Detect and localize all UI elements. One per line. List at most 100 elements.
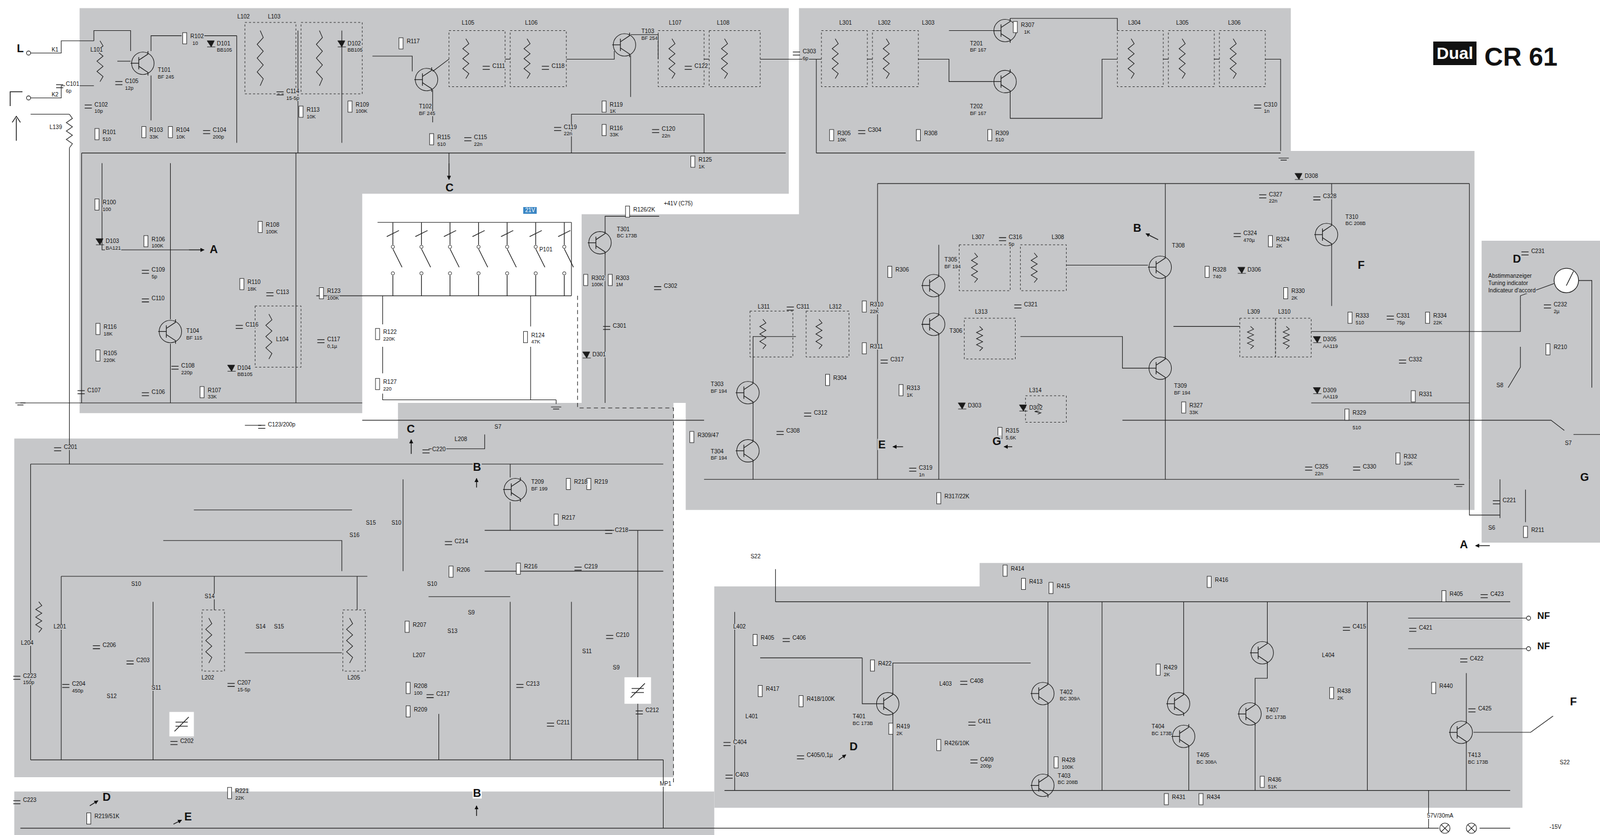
coil-symbol <box>976 326 983 352</box>
variable-capacitor-symbol <box>174 717 189 732</box>
component-label: D308 <box>1304 173 1319 180</box>
offpage-arrow <box>448 163 450 180</box>
component-value: 100 <box>102 207 112 213</box>
transistor-symbol <box>875 691 900 717</box>
resistor-symbol <box>1260 776 1265 788</box>
resistor-symbol <box>1546 344 1551 356</box>
component-label: R309/47 <box>696 432 720 439</box>
wire <box>630 55 632 98</box>
offpage-connector-letter: D <box>848 741 858 753</box>
component-label: T407 <box>1265 707 1280 714</box>
transistor-symbol <box>921 312 945 337</box>
resistor-symbol <box>299 106 304 118</box>
wire <box>867 58 873 60</box>
transistor-leads <box>735 439 753 464</box>
resistor-symbol <box>1345 409 1350 421</box>
wire <box>1311 402 1470 404</box>
capacitor-symbol <box>968 722 976 726</box>
capacitor-symbol <box>635 711 643 715</box>
brand-name: Dual <box>1436 43 1474 63</box>
wire <box>193 509 352 511</box>
component-value: 22K <box>1432 320 1443 326</box>
component-value: BF 167 <box>969 47 987 53</box>
component-label: C106 <box>151 389 166 396</box>
transistor-leads <box>130 51 149 76</box>
component-value: BC 309A <box>1059 696 1081 702</box>
component-label: T413 <box>1467 752 1482 759</box>
transistor-leads <box>158 319 176 345</box>
resistor-symbol <box>601 124 606 136</box>
component-label: L308 <box>1050 234 1065 241</box>
offpage-arrow <box>1145 233 1159 240</box>
component-label: S9 <box>612 665 621 671</box>
component-label: L401 <box>744 714 759 720</box>
offpage-connector-letter: E <box>183 811 192 823</box>
wire <box>402 479 404 572</box>
if-can-shield <box>343 610 366 672</box>
component-label: R330 <box>1290 288 1306 295</box>
component-label: R218 <box>573 479 588 486</box>
resistor-symbol <box>987 129 992 141</box>
component-label: C332 <box>1408 357 1423 363</box>
transistor-symbol <box>735 380 760 406</box>
wire <box>566 51 615 60</box>
component-label: R208 <box>413 683 428 690</box>
resistor-symbol <box>554 514 559 526</box>
wire <box>938 244 940 274</box>
if-can-shield <box>1020 244 1067 291</box>
component-label: R125 <box>697 157 713 163</box>
resistor-symbol <box>1054 757 1059 769</box>
component-label: S7 <box>1564 440 1572 447</box>
wire <box>151 35 182 52</box>
switch-terminal <box>533 271 538 276</box>
switch-terminal <box>477 271 481 276</box>
component-label: C104 <box>212 127 227 134</box>
component-label: L302 <box>877 20 891 26</box>
wire <box>752 336 796 381</box>
capacitor-symbol <box>792 52 800 56</box>
if-can-shield <box>959 244 1011 291</box>
component-label: R328 <box>1212 267 1227 273</box>
component-label: T301 <box>616 226 631 233</box>
wire <box>877 183 879 480</box>
wire <box>377 222 572 223</box>
component-value: 100K <box>355 108 369 114</box>
component-label: R100 <box>102 199 117 206</box>
coil-symbol <box>257 30 264 86</box>
component-label: R219 <box>593 479 609 486</box>
component-value: 51K <box>1267 784 1278 790</box>
component-label: R110 <box>247 279 262 286</box>
wire <box>382 346 383 374</box>
component-label: C212 <box>645 707 660 714</box>
component-label: Abstimmanzeiger <box>1487 273 1533 280</box>
component-label: P101 <box>538 247 553 253</box>
capacitor-symbol <box>317 339 325 343</box>
switch-contact <box>472 222 488 296</box>
meter-needle <box>1566 271 1574 286</box>
capacitor-symbol <box>1254 104 1262 108</box>
if-can-shield <box>510 30 567 88</box>
wire <box>163 540 342 572</box>
component-value: 12p <box>124 85 135 91</box>
wire <box>81 152 786 154</box>
component-value: 10K <box>1402 461 1414 467</box>
capacitor-symbol <box>53 448 62 451</box>
component-value: 33K <box>148 134 159 140</box>
component-value: BF 194 <box>710 455 728 461</box>
component-value: 220 <box>382 386 393 392</box>
wire <box>1047 706 1049 774</box>
wire <box>1578 280 1593 388</box>
coil-symbol <box>346 618 353 664</box>
component-label: T209 <box>530 479 545 486</box>
wire <box>816 58 817 153</box>
component-label: R211 <box>1530 527 1545 534</box>
resistor-symbol <box>168 126 173 138</box>
offpage-connector-letter: E <box>877 439 886 451</box>
component-value: 6p <box>802 56 809 62</box>
coil-symbol <box>205 618 212 664</box>
component-label: C421 <box>1418 625 1433 632</box>
component-label: C204 <box>71 681 86 688</box>
component-value: 75p <box>1395 320 1406 326</box>
offpage-arrow <box>1475 545 1490 547</box>
component-value: 22n <box>473 142 483 148</box>
